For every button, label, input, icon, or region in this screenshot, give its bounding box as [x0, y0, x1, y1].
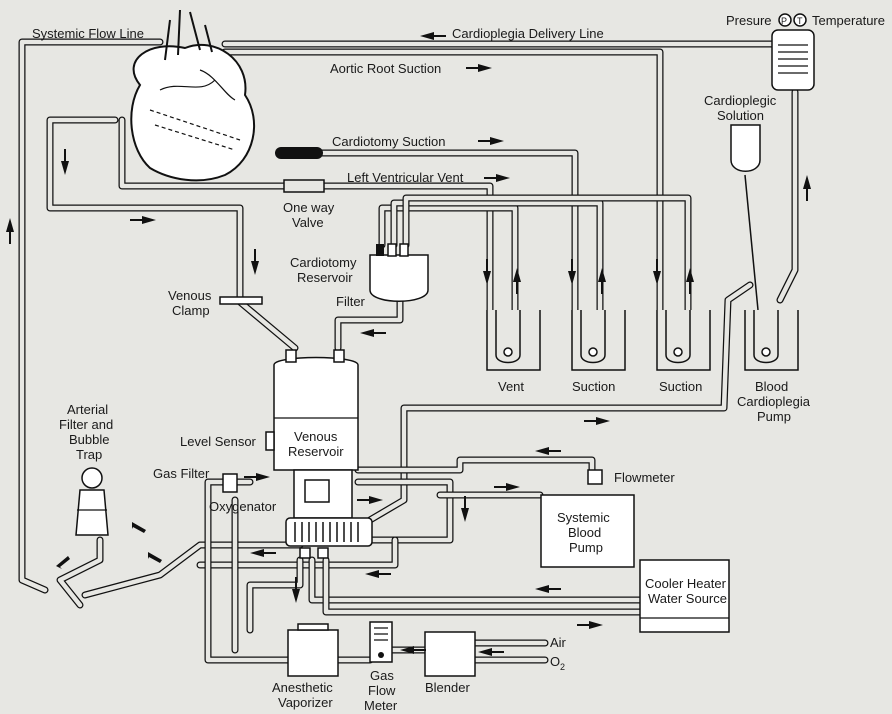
label-cooler-heater-1: Cooler Heater [645, 576, 727, 591]
label-blood-cardioplegia-pump-1: Blood [755, 379, 788, 394]
label-arterial-filter-4: Trap [76, 447, 102, 462]
label-gas-flow-meter-2: Flow [368, 683, 396, 698]
cardiotomy-suction-wand [275, 147, 323, 159]
blood-cardioplegia-pump-well [744, 310, 799, 371]
suction-well-2 [656, 310, 711, 371]
label-flowmeter: Flowmeter [614, 470, 675, 485]
label-left-ventricular-vent: Left Ventricular Vent [347, 170, 464, 185]
label-arterial-filter-1: Arterial [67, 402, 108, 417]
label-cardioplegia-delivery-line: Cardioplegia Delivery Line [452, 26, 604, 41]
label-level-sensor: Level Sensor [180, 434, 257, 449]
gas-flow-meter [369, 621, 393, 663]
label-gas-flow-meter-3: Meter [364, 698, 398, 713]
vent-well [486, 310, 541, 371]
label-cardiotomy-reservoir-2: Reservoir [297, 270, 353, 285]
label-systemic-blood-pump-2: Blood [568, 525, 601, 540]
label-anesthetic-vaporizer-2: Vaporizer [278, 695, 333, 710]
level-sensor [265, 431, 275, 451]
label-temperature: Temperature [812, 13, 885, 28]
heart [130, 9, 256, 182]
blender [424, 631, 476, 677]
flowmeter [587, 469, 603, 485]
cardioplegic-solution-bag [730, 124, 761, 172]
label-blender: Blender [425, 680, 470, 695]
label-air: Air [550, 635, 567, 650]
label-suction-1: Suction [572, 379, 615, 394]
venous-reservoir [273, 349, 359, 471]
label-cooler-heater-2: Water Source [648, 591, 727, 606]
label-suction-2: Suction [659, 379, 702, 394]
label-aortic-root-suction: Aortic Root Suction [330, 61, 441, 76]
label-one-way-valve-2: Valve [292, 215, 324, 230]
label-oxygenator: Oxygenator [209, 499, 277, 514]
label-vent: Vent [498, 379, 524, 394]
label-filter: Filter [336, 294, 366, 309]
label-one-way-valve-1: One way [283, 200, 335, 215]
labels: Systemic Flow Line Cardioplegia Delivery… [32, 13, 885, 713]
label-blood-cardioplegia-pump-2: Cardioplegia [737, 394, 811, 409]
tubing [18, 38, 799, 664]
label-venous-clamp-1: Venous [168, 288, 212, 303]
label-cardiotomy-suction: Cardiotomy Suction [332, 134, 445, 149]
flow-arrows [6, 32, 811, 656]
label-venous-clamp-2: Clamp [172, 303, 210, 318]
label-p-symbol: P [781, 16, 787, 26]
label-cardiotomy-reservoir-1: Cardiotomy [290, 255, 357, 270]
label-systemic-blood-pump-3: Pump [569, 540, 603, 555]
anesthetic-vaporizer [287, 629, 339, 677]
label-o2-subscript: 2 [560, 662, 565, 672]
label-gas-flow-meter-1: Gas [370, 668, 394, 683]
label-pressure: Presure [726, 13, 772, 28]
cooler-heater-water-source [639, 559, 730, 633]
systemic-blood-pump [540, 494, 635, 568]
label-anesthetic-vaporizer-1: Anesthetic [272, 680, 333, 695]
suction-well-1 [571, 310, 626, 371]
one-way-valve [283, 179, 325, 193]
oxygenator [285, 469, 373, 559]
label-o2: O [550, 654, 560, 669]
label-gas-filter: Gas Filter [153, 466, 210, 481]
label-blood-cardioplegia-pump-3: Pump [757, 409, 791, 424]
label-arterial-filter-2: Filter and [59, 417, 113, 432]
label-systemic-flow-line: Systemic Flow Line [32, 26, 144, 41]
label-cardioplegic-solution-1: Cardioplegic [704, 93, 777, 108]
label-systemic-blood-pump-1: Systemic [557, 510, 610, 525]
cardiotomy-reservoir [369, 243, 429, 302]
arterial-filter-bubble-trap [75, 467, 109, 536]
label-t-symbol: T [797, 16, 803, 26]
pressure-temperature-exchanger [771, 13, 815, 91]
label-venous-reservoir-2: Reservoir [288, 444, 344, 459]
label-cardioplegic-solution-2: Solution [717, 108, 764, 123]
label-arterial-filter-3: Bubble [69, 432, 109, 447]
label-venous-reservoir-1: Venous [294, 429, 338, 444]
venous-clamp [219, 296, 263, 305]
gas-filter [222, 473, 238, 493]
